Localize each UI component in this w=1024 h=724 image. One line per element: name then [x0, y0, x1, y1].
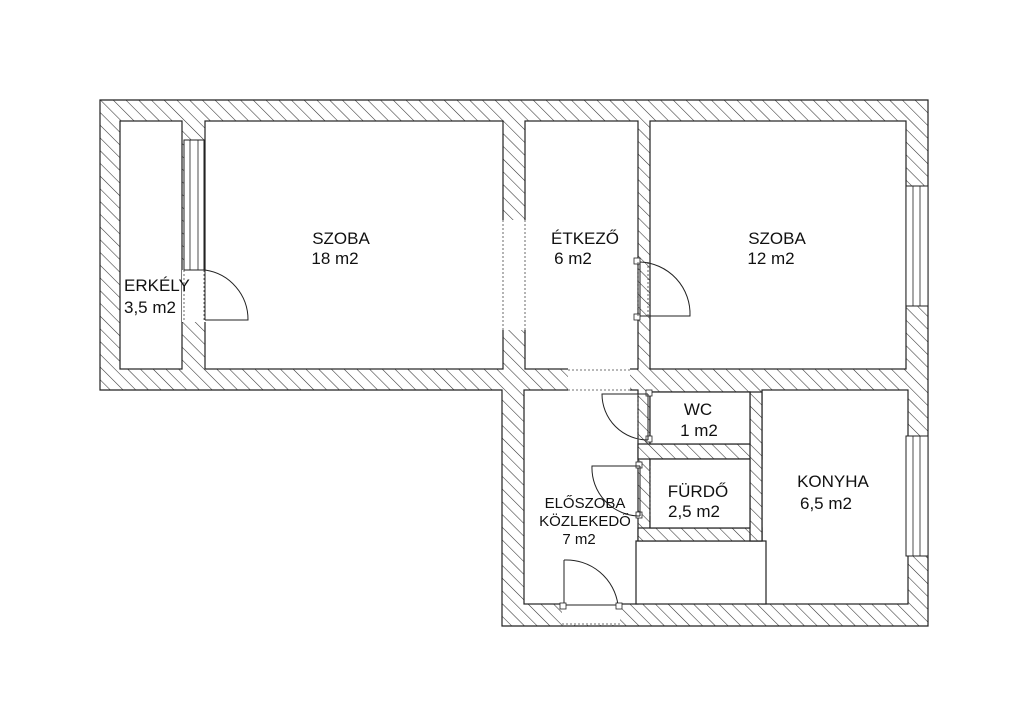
window-balcony	[183, 139, 205, 271]
label-szoba2-name: SZOBA	[748, 229, 806, 248]
balcony-door-opening	[182, 270, 206, 322]
label-szoba1-area: 18 m2	[311, 249, 358, 268]
room-wc-inner	[649, 391, 751, 445]
label-eloszoba-area: 7 m2	[562, 531, 595, 548]
label-etkezo-area: 6 m2	[554, 249, 592, 268]
room-szoba-1	[204, 120, 504, 370]
label-wc-name: WC	[684, 400, 712, 419]
label-furdo-name: FÜRDŐ	[668, 482, 728, 501]
window-konyha	[905, 435, 929, 557]
label-eloszoba-name-1: ELŐSZOBA	[545, 495, 626, 512]
entrance-opening	[562, 603, 620, 625]
label-szoba1-name: SZOBA	[312, 229, 370, 248]
hall-connector	[635, 540, 767, 605]
label-erkely-area: 3,5 m2	[124, 298, 176, 317]
room-etkezo	[524, 120, 639, 370]
label-erkely-name: ERKÉLY	[124, 276, 190, 295]
window-szoba-2	[905, 185, 929, 307]
opening-szoba-etkezo	[501, 220, 527, 330]
room-konyha	[761, 389, 909, 605]
door-wc	[601, 389, 653, 443]
label-etkezo-name: ÉTKEZŐ	[551, 229, 619, 248]
opening-etkezo-hall	[568, 368, 630, 392]
furdo-wall-bottom	[637, 527, 763, 542]
door-entrance	[559, 559, 623, 610]
room-erkely	[119, 120, 183, 370]
room-szoba-2	[649, 120, 907, 370]
label-konyha-name: KONYHA	[797, 472, 869, 491]
room-eloszoba	[523, 389, 639, 605]
door-furdo	[591, 461, 651, 519]
door-balcony	[204, 269, 249, 321]
room-furdo-inner	[649, 458, 751, 529]
label-konyha-area: 6,5 m2	[800, 494, 852, 513]
label-furdo-area: 2,5 m2	[668, 502, 720, 521]
label-wc-area: 1 m2	[680, 421, 718, 440]
wc-furdo-wall	[637, 443, 763, 460]
label-eloszoba-name-2: KÖZLEKEDŐ	[539, 512, 631, 530]
furdo-wall-right	[749, 391, 763, 542]
label-szoba2-area: 12 m2	[747, 249, 794, 268]
door-szoba-2	[633, 257, 691, 321]
